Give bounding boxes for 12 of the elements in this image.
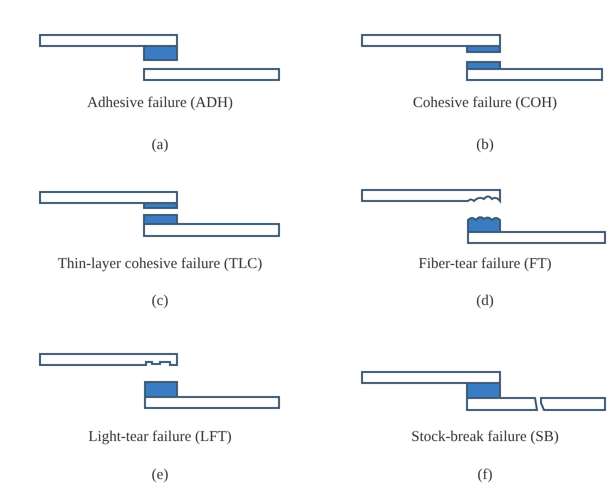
panel-label: (a) [152, 136, 168, 154]
panel-label: (d) [476, 292, 494, 310]
panel-label: (f) [478, 466, 492, 484]
caption: Stock-break failure (SB) [411, 428, 559, 446]
panel-label: (b) [476, 136, 494, 154]
caption: Cohesive failure (COH) [412, 94, 558, 112]
caption: Thin-layer cohesive failure (TLC) [58, 255, 262, 273]
caption: Fiber-tear failure (FT) [418, 255, 552, 273]
caption: Light-tear failure (LFT) [88, 428, 232, 446]
panel-label: (c) [152, 292, 168, 310]
panel-label: (e) [152, 466, 168, 484]
caption: Adhesive failure (ADH) [87, 94, 233, 112]
